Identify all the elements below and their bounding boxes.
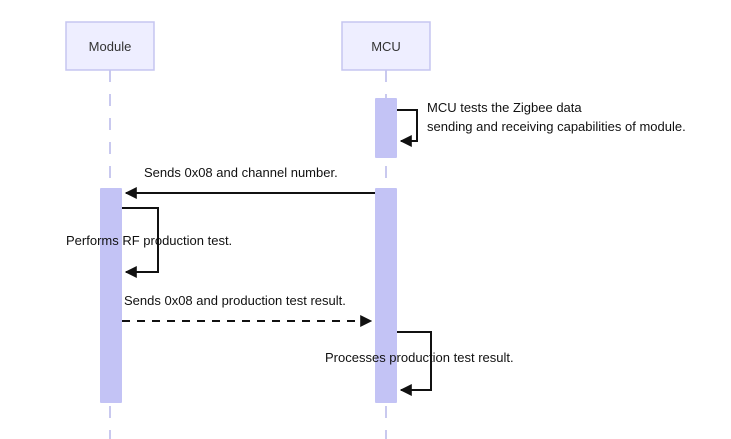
mcu-self-check-arrow [397, 109, 418, 147]
module-activation [100, 188, 122, 403]
participant-mcu-label: MCU [371, 39, 401, 54]
participant-module-label: Module [89, 39, 132, 54]
mcu-activation-self-check [375, 98, 397, 158]
process-result-label: Processes production test result. [325, 350, 514, 365]
process-result-arrow [397, 331, 432, 396]
mcu-activation-test [375, 188, 397, 403]
self-check-label-line1: MCU tests the Zigbee data [427, 100, 582, 115]
rf-test-label: Performs RF production test. [66, 233, 232, 248]
participant-mcu: MCU [341, 21, 431, 71]
rf-test-arrow [122, 207, 159, 278]
self-check-label-line2: sending and receiving capabilities of mo… [427, 119, 686, 134]
participant-module: Module [65, 21, 155, 71]
send-channel-label: Sends 0x08 and channel number. [144, 165, 338, 180]
send-result-label: Sends 0x08 and production test result. [124, 293, 346, 308]
